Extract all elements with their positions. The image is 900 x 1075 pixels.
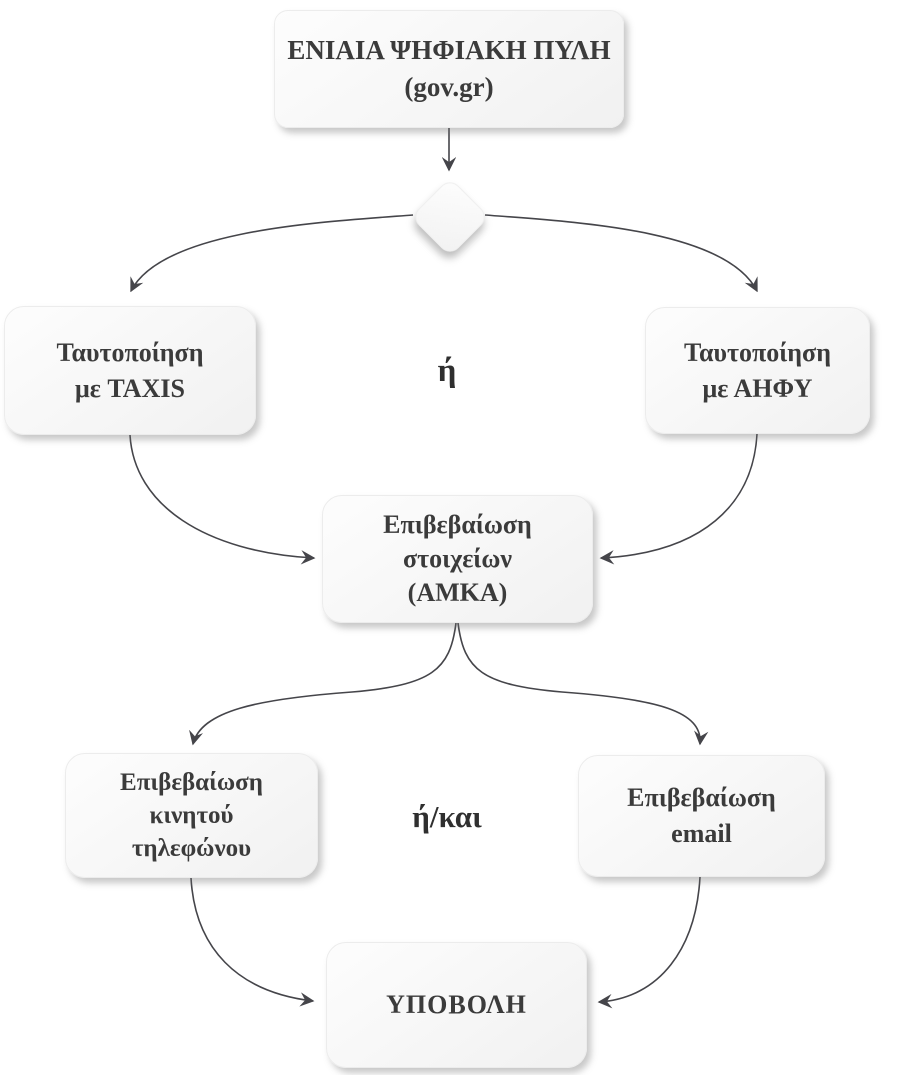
node-ahfy-line: Ταυτοποίηση <box>684 337 831 367</box>
node-taxis: Ταυτοποίηση με TAXIS <box>4 306 256 435</box>
node-portal-line: (gov.gr) <box>404 72 494 102</box>
or-label: ή <box>437 353 457 389</box>
arrow-decision-to-ahfy <box>484 214 758 293</box>
node-email-line: Επιβεβαίωση <box>627 783 776 813</box>
arrow-ahfy-to-amka <box>599 433 758 565</box>
node-mobile-line: Επιβεβαίωση <box>120 769 263 796</box>
arrow-taxis-to-amka <box>129 434 316 565</box>
node-submit-line: ΥΠΟΒΟΛΗ <box>386 990 527 1020</box>
node-portal: ΕΝΙΑΙΑ ΨΗΦΙΑΚΗ ΠΥΛΗ (gov.gr) <box>274 10 624 128</box>
arrow-mobile-to-submit <box>190 877 315 1007</box>
node-mobile-line: κινητού <box>149 802 234 829</box>
node-ahfy: Ταυτοποίηση με ΑΗΦΥ <box>645 307 870 434</box>
arrow-email-to-submit <box>597 876 701 1009</box>
node-submit: ΥΠΟΒΟΛΗ <box>326 942 587 1068</box>
and-or-label: ή/και <box>412 799 482 834</box>
arrow-decision-to-taxis <box>130 214 414 293</box>
node-amka-line: Επιβεβαίωση <box>383 510 532 540</box>
node-email-confirmation: Επιβεβαίωση email <box>578 755 825 877</box>
node-ahfy-line: με ΑΗΦΥ <box>702 373 813 403</box>
node-amka-line: στοιχείων <box>403 544 512 574</box>
node-amka-line: (ΑΜΚΑ) <box>407 577 508 607</box>
node-taxis-line: Ταυτοποίηση <box>56 337 204 367</box>
node-mobile-line: τηλεφώνου <box>131 835 252 862</box>
arrow-amka-to-email <box>457 622 709 746</box>
arrow-amka-to-mobile <box>189 622 457 746</box>
node-taxis-line: με TAXIS <box>75 373 185 403</box>
node-amka: Επιβεβαίωση στοιχείων (ΑΜΚΑ) <box>322 495 593 623</box>
node-mobile-confirmation: Επιβεβαίωση κινητού τηλεφώνου <box>65 753 318 878</box>
node-portal-line: ΕΝΙΑΙΑ ΨΗΦΙΑΚΗ ΠΥΛΗ <box>287 34 611 65</box>
node-email-line: email <box>671 819 732 848</box>
